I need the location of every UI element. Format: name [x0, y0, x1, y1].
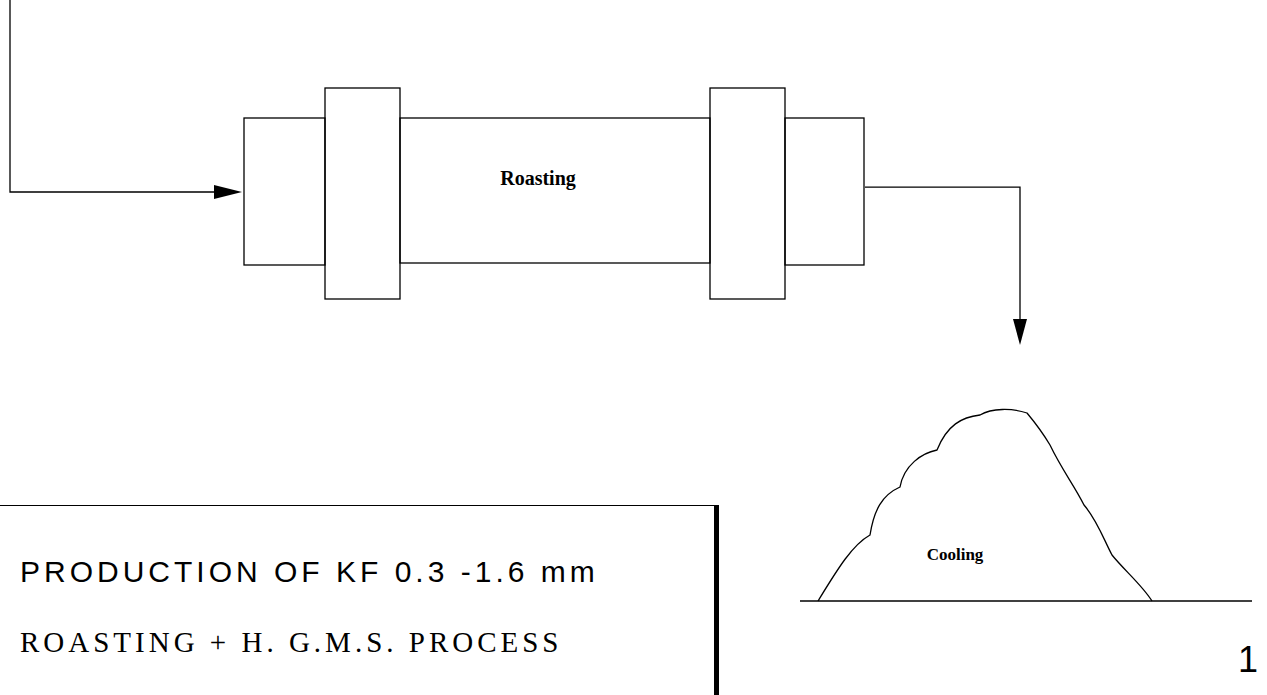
connector-line	[865, 187, 1020, 335]
kiln-ring	[325, 88, 400, 299]
feed-arrowhead	[214, 185, 242, 199]
node-label: Roasting	[500, 167, 576, 190]
ground-line	[800, 600, 1252, 601]
pile-outline	[812, 345, 1212, 603]
kiln-inlet-end	[244, 118, 325, 265]
title-box: PRODUCTION OF KF 0.3 -1.6 mm ROASTING + H…	[0, 505, 719, 695]
arrowhead	[1013, 319, 1027, 345]
kiln-ring	[710, 88, 785, 299]
kiln-outline	[243, 87, 865, 300]
pile-outline	[818, 409, 1152, 601]
kiln-node: Roasting	[243, 87, 865, 300]
cooling-pile: Cooling	[812, 345, 1212, 603]
feed-line	[10, 0, 232, 192]
kiln-outlet-end	[785, 118, 864, 265]
page-number: 1	[1238, 639, 1258, 681]
title-text: ROASTING + H. G.M.S. PROCESS	[20, 626, 563, 659]
kiln-drum	[400, 118, 710, 263]
node-label: Cooling	[927, 545, 984, 565]
flow-connector	[865, 187, 1027, 345]
title-text: PRODUCTION OF KF 0.3 -1.6 mm	[20, 555, 599, 589]
